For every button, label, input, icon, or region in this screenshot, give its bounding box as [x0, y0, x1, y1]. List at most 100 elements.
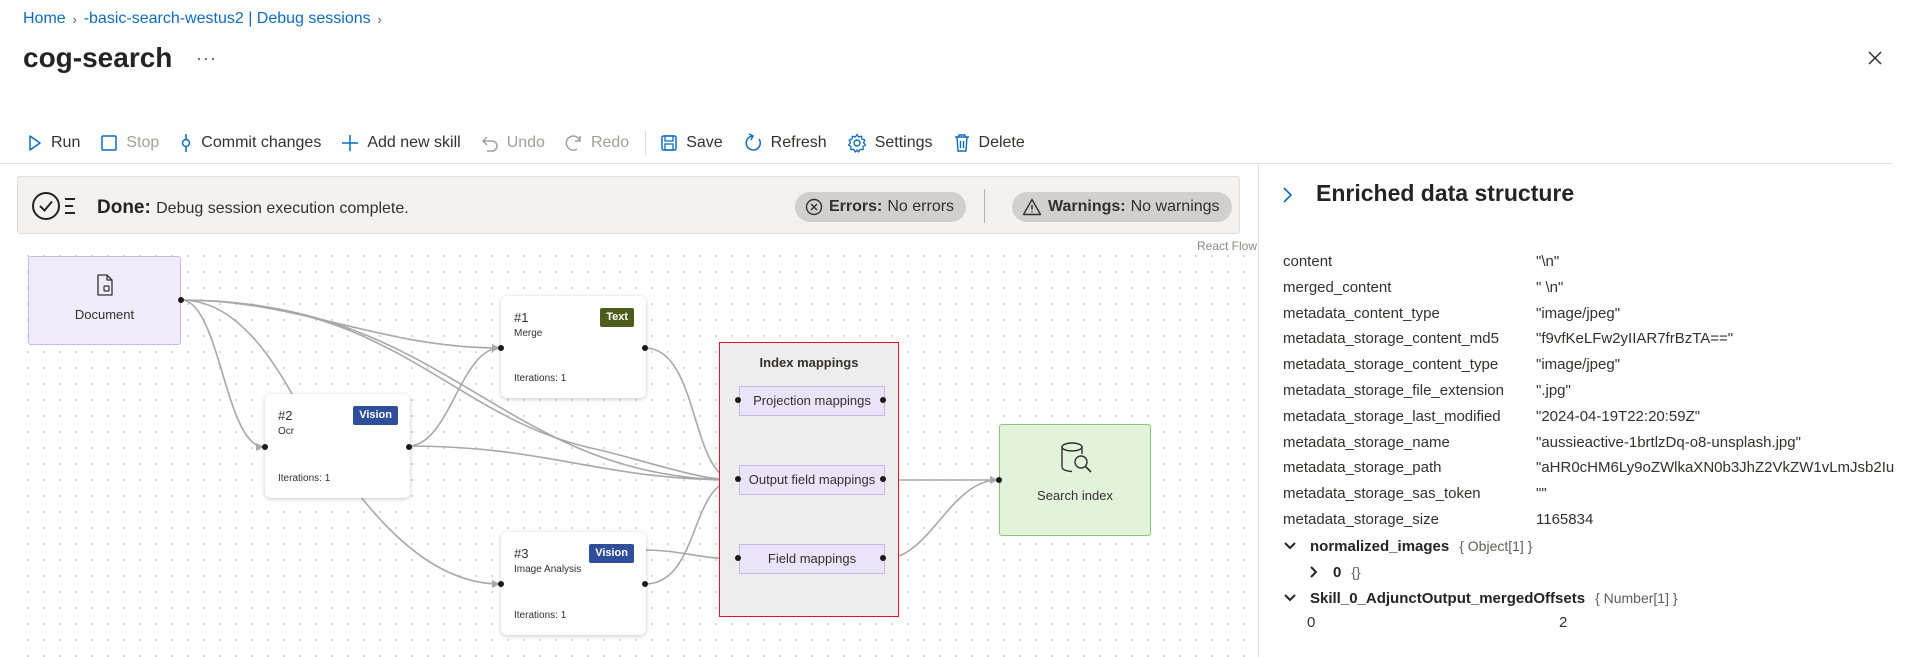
property-value: 1165834	[1536, 510, 1594, 528]
merge-output-handle[interactable]	[642, 345, 648, 351]
toolbar-divider-line	[0, 163, 1893, 164]
property-row[interactable]: metadata_storage_path"aHR0cHM6Ly9oZWlkaX…	[1283, 458, 1903, 484]
breadcrumb: Home › -basic-search-westus2 | Debug ses…	[23, 10, 389, 28]
stop-icon	[101, 135, 118, 151]
commit-icon	[182, 134, 191, 152]
plus-icon	[342, 135, 359, 151]
refresh-icon	[745, 133, 761, 151]
trash-icon	[954, 134, 969, 152]
output-mappings-output-handle[interactable]	[880, 476, 886, 482]
skill-type-badge: Vision	[589, 544, 634, 563]
chevron-right-icon: ›	[377, 11, 382, 27]
property-row[interactable]: metadata_storage_content_md5"f9vfKeLFw2y…	[1283, 329, 1903, 355]
checklist-icon	[32, 192, 75, 220]
command-bar: Run Stop Commit changes Add new skill Un…	[27, 128, 1045, 158]
save-button[interactable]: Save	[660, 134, 723, 152]
search-index-node[interactable]: Search index	[999, 424, 1151, 536]
tree-node-normalized-images-0[interactable]: 0{}	[1283, 562, 1903, 588]
status-done-text: Debug session execution complete.	[156, 200, 409, 217]
property-row[interactable]: metadata_storage_last_modified"2024-04-1…	[1283, 407, 1903, 433]
field-mappings-node[interactable]: Field mappings	[739, 544, 885, 574]
index-mappings-group[interactable]: Index mappings Projection mappings Outpu…	[719, 342, 899, 617]
more-options-button[interactable]: ···	[196, 48, 217, 68]
add-new-skill-button[interactable]: Add new skill	[341, 134, 461, 152]
redo-icon	[565, 135, 581, 151]
field-mappings-input-handle[interactable]	[735, 555, 741, 561]
undo-icon	[481, 136, 498, 152]
property-row[interactable]: metadata_content_type"image/jpeg"	[1283, 304, 1903, 330]
chevron-down-icon[interactable]	[1283, 591, 1297, 605]
errors-label: Errors:	[829, 198, 883, 215]
run-button[interactable]: Run	[27, 134, 80, 152]
tree-leaf-merged-offsets-0[interactable]: 0 2	[1283, 613, 1903, 639]
undo-label: Undo	[506, 134, 545, 151]
projection-mappings-node[interactable]: Projection mappings	[739, 386, 885, 416]
tree-node-merged-offsets[interactable]: Skill_0_AdjunctOutput_mergedOffsets{ Num…	[1283, 588, 1903, 614]
commit-changes-button[interactable]: Commit changes	[179, 133, 321, 153]
undo-button[interactable]: Undo	[481, 134, 545, 152]
toolbar-divider	[645, 130, 647, 156]
skill-iterations: Iterations: 1	[514, 373, 567, 384]
errors-badge[interactable]: Errors: No errors	[795, 192, 967, 222]
breadcrumb-home[interactable]: Home	[23, 10, 66, 27]
search-index-icon	[1061, 442, 1092, 473]
tree-node-normalized-images[interactable]: normalized_images{ Object[1] }	[1283, 536, 1903, 562]
status-done-label: Done:	[97, 197, 151, 218]
refresh-button[interactable]: Refresh	[743, 133, 827, 153]
breadcrumb-debug-sessions[interactable]: -basic-search-westus2 | Debug sessions	[83, 10, 371, 27]
redo-button[interactable]: Redo	[565, 134, 629, 152]
skill-node-ocr[interactable]: #2 Ocr Vision Iterations: 1	[265, 394, 410, 498]
skill-node-image-analysis[interactable]: #3 Image Analysis Vision Iterations: 1	[501, 532, 646, 635]
document-output-handle[interactable]	[178, 297, 184, 303]
field-mappings-output-handle[interactable]	[880, 555, 886, 561]
output-field-mappings-node[interactable]: Output field mappings	[739, 465, 885, 495]
property-row[interactable]: merged_content" \n"	[1283, 278, 1903, 304]
projection-mappings-output-handle[interactable]	[880, 397, 886, 403]
stop-button[interactable]: Stop	[100, 134, 159, 152]
status-bar: Done: Debug session execution complete. …	[17, 176, 1240, 234]
image-analysis-output-handle[interactable]	[642, 581, 648, 587]
output-mappings-input-handle[interactable]	[735, 476, 741, 482]
projection-mappings-input-handle[interactable]	[735, 397, 741, 403]
property-key: metadata_storage_path	[1283, 459, 1442, 477]
chevron-down-icon[interactable]	[1283, 539, 1297, 553]
ocr-output-handle[interactable]	[406, 444, 412, 450]
document-node[interactable]: Document	[28, 256, 181, 345]
warnings-badge[interactable]: Warnings: No warnings	[1012, 192, 1232, 222]
merge-input-handle[interactable]	[498, 345, 504, 351]
warnings-label: Warnings:	[1048, 198, 1126, 215]
panel-divider	[1258, 164, 1259, 657]
ocr-input-handle[interactable]	[262, 444, 268, 450]
document-node-label: Document	[74, 307, 135, 322]
document-icon	[97, 274, 113, 296]
add-skill-label: Add new skill	[367, 134, 461, 151]
property-row[interactable]: metadata_storage_file_extension".jpg"	[1283, 381, 1903, 407]
chevron-right-icon[interactable]	[1307, 565, 1321, 579]
tree-leaf-index: 0	[1307, 614, 1316, 632]
skill-iterations: Iterations: 1	[278, 473, 331, 484]
tree-leaf-value: 2	[1559, 614, 1568, 632]
property-value: "\n"	[1536, 253, 1560, 270]
skill-node-merge[interactable]: #1 Merge Text Iterations: 1	[501, 296, 646, 398]
property-row[interactable]: content"\n"	[1283, 252, 1903, 278]
delete-label: Delete	[978, 134, 1025, 151]
property-value: ""	[1536, 485, 1547, 503]
property-row[interactable]: metadata_storage_sas_token""	[1283, 484, 1903, 510]
panel-title: Enriched data structure	[1316, 180, 1575, 206]
chevron-right-icon[interactable]	[1282, 186, 1294, 204]
skill-name: Image Analysis	[514, 564, 582, 575]
play-icon	[29, 135, 41, 151]
property-row[interactable]: metadata_storage_name"aussieactive-1brtl…	[1283, 433, 1903, 459]
property-row[interactable]: metadata_storage_content_type"image/jpeg…	[1283, 355, 1903, 381]
stop-label: Stop	[126, 134, 160, 151]
save-label: Save	[686, 134, 723, 151]
image-analysis-input-handle[interactable]	[498, 581, 504, 587]
settings-label: Settings	[874, 134, 933, 151]
property-key: metadata_storage_content_md5	[1283, 330, 1499, 348]
delete-button[interactable]: Delete	[953, 133, 1025, 153]
close-icon[interactable]	[1864, 47, 1886, 69]
settings-button[interactable]: Settings	[847, 133, 933, 153]
search-index-input-handle[interactable]	[996, 477, 1002, 483]
property-value: ".jpg"	[1536, 381, 1571, 399]
